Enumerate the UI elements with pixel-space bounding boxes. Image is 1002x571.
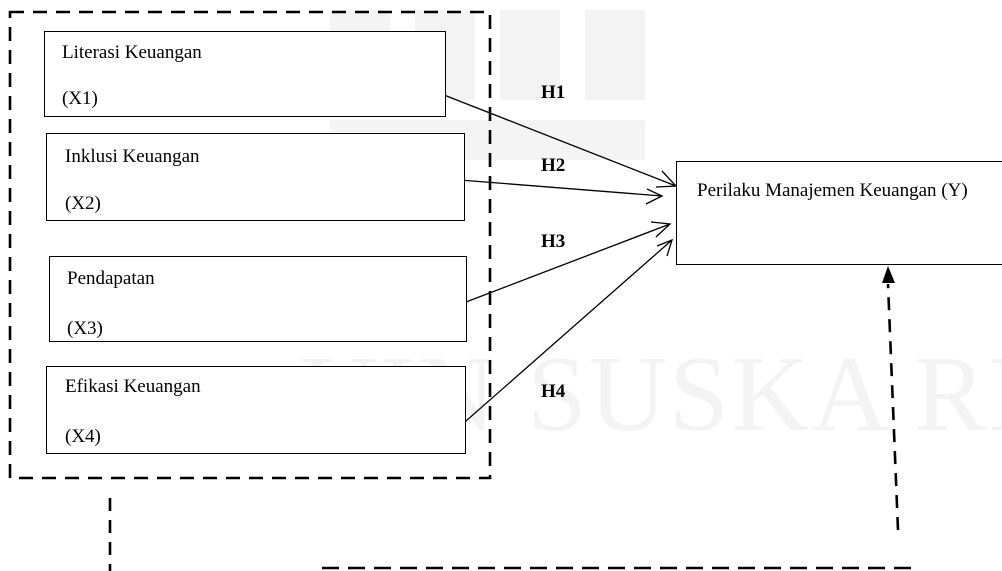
variable-name-x4: Efikasi Keuangan [65, 376, 201, 397]
arrow-h4 [457, 239, 673, 429]
arrow-h2 [459, 179, 663, 197]
hypothesis-label-h4: H4 [541, 381, 566, 402]
variable-code-x4: (X4) [65, 426, 101, 447]
arrowhead-h3 [650, 221, 672, 238]
hypothesis-label-h2: H2 [541, 155, 566, 176]
arrowhead-h2 [645, 188, 664, 205]
dependent-variable-box: Perilaku Manajemen Keuangan (Y) [676, 161, 1002, 265]
variable-code-x1: (X1) [62, 88, 98, 109]
arrow-h3 [465, 223, 671, 303]
variable-box-x1: Literasi Keuangan (X1) [44, 31, 446, 117]
variable-code-x2: (X2) [65, 193, 101, 214]
feedback-arrowhead [882, 266, 895, 283]
feedback-path-up [886, 283, 900, 531]
variable-name-x2: Inklusi Keuangan [65, 146, 200, 167]
hypothesis-label-h3: H3 [541, 231, 566, 252]
hypothesis-label-h1: H1 [541, 82, 566, 103]
variable-box-x3: Pendapatan (X3) [49, 256, 467, 342]
arrowhead-h4 [656, 238, 674, 257]
arrow-h1 [443, 94, 677, 187]
variable-box-x2: Inklusi Keuangan (X2) [46, 133, 465, 221]
dependent-variable-label: Perilaku Manajemen Keuangan (Y) [697, 180, 968, 201]
variable-name-x3: Pendapatan [67, 268, 155, 289]
variable-box-x4: Efikasi Keuangan (X4) [46, 366, 466, 454]
variable-code-x3: (X3) [67, 318, 103, 339]
independent-group-frame [8, 10, 492, 480]
variable-name-x1: Literasi Keuangan [62, 42, 202, 63]
